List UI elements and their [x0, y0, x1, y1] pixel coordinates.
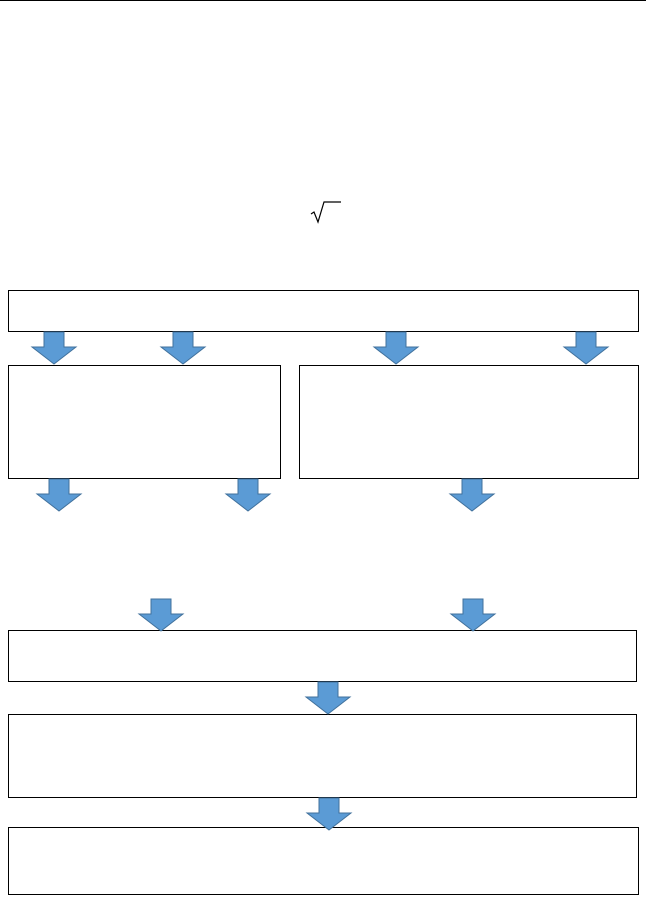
down-arrow-icon [35, 478, 83, 512]
down-arrow-icon [448, 478, 496, 512]
down-arrow-icon [304, 681, 352, 715]
page-top-rule [0, 0, 646, 1]
sqrt-icon [309, 200, 343, 224]
down-arrow-icon [305, 797, 353, 831]
down-arrow-icon [30, 331, 78, 365]
down-arrow-icon [224, 478, 272, 512]
down-arrow-icon [159, 331, 207, 365]
flow-box-top [8, 290, 639, 332]
flow-box-step [8, 714, 637, 798]
flow-box-right-branch [299, 365, 639, 479]
flow-box-final [8, 827, 639, 895]
down-arrow-icon [449, 598, 497, 632]
flow-box-left-branch [8, 365, 281, 479]
flow-box-merge [8, 630, 637, 682]
down-arrow-icon [372, 331, 420, 365]
down-arrow-icon [562, 331, 610, 365]
down-arrow-icon [137, 598, 185, 632]
